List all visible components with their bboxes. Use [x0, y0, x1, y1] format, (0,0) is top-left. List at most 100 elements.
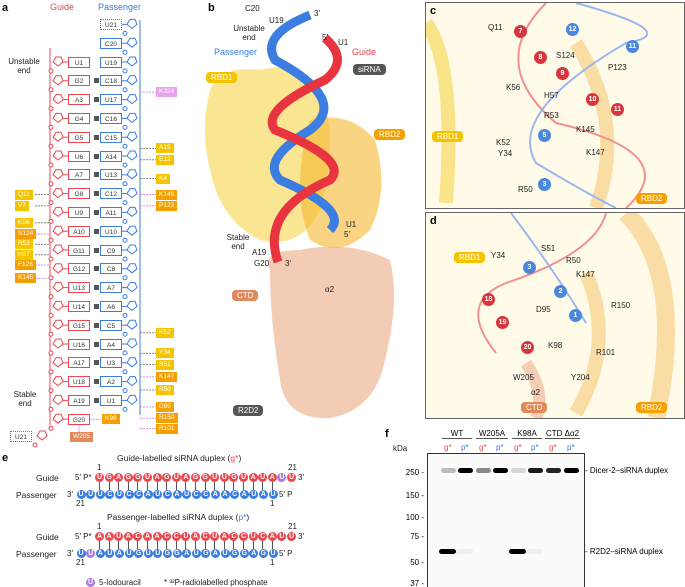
base-pair-marker	[94, 266, 99, 272]
phosphate-icon	[122, 68, 128, 74]
dicer-band	[564, 468, 579, 473]
nucleotide-8: 8	[534, 51, 547, 64]
passenger-nucleotide: U3	[100, 357, 122, 369]
duplex1-pass-num1: 1	[270, 499, 275, 508]
marker-37: 37 -	[410, 579, 424, 587]
guide-sugar-icon	[36, 430, 48, 441]
duplex1-guide-nt: U	[239, 473, 248, 482]
passenger-sugar-icon	[126, 75, 138, 86]
base-pair-marker	[94, 341, 99, 347]
duplex1-base-pair-line	[252, 482, 254, 490]
phosphate-icon	[32, 442, 38, 448]
phosphate-icon	[122, 406, 128, 412]
base-pair-marker	[94, 153, 99, 159]
lane-group-1: W205A	[476, 429, 508, 439]
residue-label-R101: R101	[156, 423, 178, 434]
duplex2-passenger-nt: G	[201, 549, 211, 558]
duplex1-pass-3p: 3′	[67, 490, 73, 499]
duplex1-base-pair-line	[137, 482, 139, 490]
duplex2-guide-nt: A	[191, 532, 200, 541]
passenger-nucleotide: A7	[100, 282, 122, 294]
guide-nucleotide: U1	[68, 56, 90, 68]
duplex1-guide-label: Guide	[36, 473, 59, 483]
phosphate-icon	[48, 294, 54, 300]
dicer-band-label: - Dicer-2–siRNA duplex	[585, 466, 669, 475]
guide-nucleotide: A10	[68, 225, 90, 237]
residue-label-Q11: Q11	[15, 189, 33, 200]
duplex2-passenger-nt: U	[268, 549, 278, 558]
duplex2-passenger-nt: G	[230, 549, 240, 558]
duplex2-base-pair-line	[214, 541, 216, 549]
duplex1-passenger-nt: C	[191, 490, 201, 499]
residue-label: Y34	[491, 251, 506, 260]
rbd2-surface	[300, 117, 382, 248]
guide-nucleotide: G12	[68, 263, 90, 275]
duplex2-passenger-nt: U	[86, 549, 96, 558]
passenger-sugar-icon	[126, 244, 138, 255]
base-pair-marker	[94, 322, 99, 328]
duplex1-passenger-nt: U	[86, 490, 96, 499]
duplex2-passenger-nt: G	[134, 549, 144, 558]
kda-unit: kDa	[393, 444, 408, 453]
base-pair-marker	[94, 228, 99, 234]
residue-label: K147	[586, 148, 605, 157]
duplex1-guide-5p: 5′ P*	[75, 473, 92, 482]
passenger-nucleotide: U19	[100, 56, 122, 68]
duplex1-pass-num21: 21	[76, 499, 85, 508]
residue-label-H57: H57	[15, 249, 33, 260]
panel-c-label: c	[430, 5, 437, 17]
passenger-sugar-icon	[126, 150, 138, 161]
d-ctd-pill: CTD	[521, 402, 548, 413]
guide-nucleotide: U18	[68, 376, 90, 388]
duplex2-base-pair-line	[118, 541, 120, 549]
b-guide: Guide	[352, 47, 377, 57]
residue-label: W205	[513, 373, 534, 382]
phosphate-icon	[48, 275, 54, 281]
phosphate-icon	[122, 218, 128, 224]
guide-nucleotide: A17	[68, 357, 90, 369]
guide-sugar-icon	[52, 338, 64, 349]
duplex2-passenger-nt: U	[143, 549, 153, 558]
passenger-strand	[267, 10, 339, 234]
panel-c-render	[426, 3, 649, 208]
duplex1-base-pair-line	[214, 482, 216, 490]
panel-d-render	[477, 213, 675, 418]
marker-75: 75 -	[410, 532, 424, 541]
residue-label-R50: R50	[156, 385, 174, 396]
passenger-sugar-icon	[126, 338, 138, 349]
phosphate-icon	[122, 200, 128, 206]
guide-nucleotide: U13	[68, 282, 90, 294]
stable-end-label: Stable end	[13, 390, 37, 408]
base-pair-marker	[94, 115, 99, 121]
guide-sugar-icon	[52, 413, 64, 424]
panel-f-label: f	[385, 428, 389, 440]
sirna-pill: siRNA	[353, 64, 386, 75]
duplex1-guide-nt: U	[258, 473, 268, 482]
residue-label: P123	[608, 63, 627, 72]
phosphate-icon	[122, 49, 128, 55]
duplex2-passenger-nt: U	[124, 549, 134, 558]
guide-nucleotide: U14	[68, 300, 90, 312]
duplex2-guide-nt: C	[133, 532, 143, 541]
lane-label: p*	[496, 443, 504, 452]
phosphate-icon	[48, 388, 54, 394]
duplex1-passenger-nt: A	[143, 490, 153, 499]
duplex1-guide-nt: G	[162, 473, 172, 482]
base-pair-marker	[94, 97, 99, 103]
b-u1-top: U1	[338, 38, 349, 47]
passenger-nucleotide: U17	[100, 94, 122, 106]
duplex2-base-pair-line	[243, 541, 244, 549]
nucleotide-2: 2	[554, 285, 567, 298]
passenger-sugar-icon	[126, 225, 138, 236]
residue-label: α2	[531, 388, 541, 397]
passenger-nucleotide: C20	[100, 37, 122, 49]
dicer-band	[476, 468, 491, 473]
guide-sugar-icon	[52, 56, 64, 67]
duplex1-guide-nt: U	[171, 473, 181, 482]
nucleotide-5: 5	[538, 129, 551, 142]
duplex1-guide-3p: 3′	[298, 473, 304, 482]
duplex2-passenger-nt: A	[249, 549, 259, 558]
residue-label-Y34: Y34	[156, 348, 174, 359]
duplex1-base-pair-line	[108, 482, 110, 490]
duplex2-passenger-nt: G	[172, 549, 182, 558]
